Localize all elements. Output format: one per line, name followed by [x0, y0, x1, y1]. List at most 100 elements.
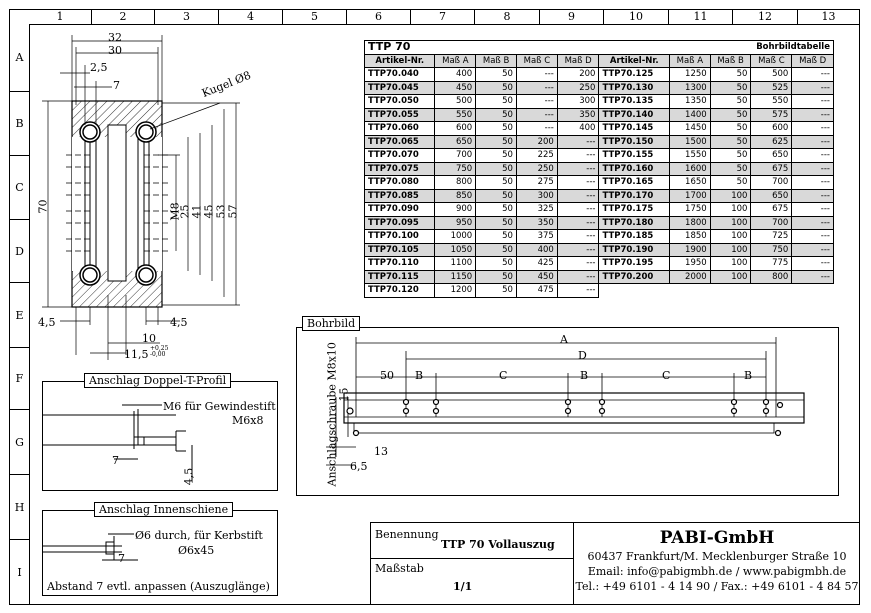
table-cell: 50 [709, 80, 752, 95]
table-cell: TTP70.135 [598, 94, 670, 109]
doppel-t-title: Anschlag Doppel-T-Profil [84, 373, 232, 388]
table-cell: 1200 [434, 283, 477, 298]
table-cell: TTP70.155 [598, 148, 670, 163]
table-cell: 1150 [434, 269, 477, 284]
table-cell: --- [556, 134, 600, 149]
anschlagschraube-label: Anschlagschraube M8x10 [325, 342, 339, 487]
table-header-cell: Maß C [515, 53, 558, 68]
column-number: 8 [475, 10, 540, 24]
table-cell: 100 [709, 269, 752, 284]
table-cell: 50 [475, 148, 517, 163]
table-cell [710, 283, 751, 297]
table-cell: 1700 [668, 188, 711, 203]
table-cell: --- [556, 202, 600, 217]
table-cell: 450 [434, 80, 477, 95]
innen-drawing [42, 533, 138, 561]
column-number: 6 [347, 10, 411, 24]
column-number: 13 [798, 10, 860, 24]
table-cell: 675 [750, 161, 793, 176]
doppel-note-2: M6x8 [232, 414, 264, 427]
table-cell: --- [791, 121, 834, 136]
table-cell: TTP70.160 [598, 161, 670, 176]
innen-footer: Abstand 7 evtl. anpassen (Auszuglänge) [47, 580, 270, 593]
innen-note-1: Ø6 durch, für Kerbstift [135, 529, 263, 542]
table-cell: 425 [515, 256, 558, 271]
table-cell: --- [791, 80, 834, 95]
table-cell: TTP70.200 [598, 269, 670, 284]
table-cell: 350 [556, 107, 600, 122]
table-cell: 100 [709, 215, 752, 230]
table-cell: 800 [434, 175, 477, 190]
bohrbild-label-d: D [578, 349, 587, 362]
table-cell: 1500 [668, 134, 711, 149]
table-cell: TTP70.130 [598, 80, 670, 95]
table-cell: TTP70.110 [363, 256, 436, 271]
table-cell: 225 [515, 148, 558, 163]
table-cell: --- [515, 80, 558, 95]
row-letter: F [10, 348, 29, 410]
table-cell: 800 [750, 269, 793, 284]
table-cell: --- [515, 94, 558, 109]
table-cell: --- [791, 256, 834, 271]
table-cell: 50 [709, 94, 752, 109]
table-cell: 200 [515, 134, 558, 149]
table-cell: 1350 [668, 94, 711, 109]
table-cell: 100 [709, 229, 752, 244]
dim-32: 32 [108, 31, 122, 44]
table-cell: 100 [709, 256, 752, 271]
table-cell: 50 [475, 121, 517, 136]
company-address: 60437 Frankfurt/M. Mecklenburger Straße … [587, 550, 847, 563]
dim-70: 70 [36, 199, 50, 214]
table-cell [669, 283, 711, 297]
column-number: 2 [92, 10, 155, 24]
column-number: 11 [669, 10, 733, 24]
table-cell: 50 [475, 94, 517, 109]
dim-4-5-right: 4,5 [170, 316, 188, 329]
table-cell: TTP70.055 [363, 107, 436, 122]
table-cell: 700 [750, 175, 793, 190]
table-cell: 1800 [668, 215, 711, 230]
table-cell: 1900 [668, 242, 711, 257]
table-cell: 700 [434, 148, 477, 163]
table-cell [598, 283, 670, 297]
table-cell: --- [556, 161, 600, 176]
table-cell: 650 [750, 188, 793, 203]
table-cell: TTP70.150 [598, 134, 670, 149]
title-block [370, 522, 860, 605]
table-cell: TTP70.175 [598, 202, 670, 217]
table-cell: --- [515, 121, 558, 136]
table-cell: 600 [750, 121, 793, 136]
table-cell: TTP70.185 [598, 229, 670, 244]
dim-11-5: 11,5 [124, 348, 149, 361]
table-cell: --- [556, 256, 600, 271]
table-header-cell: Artikel-Nr. [598, 53, 670, 68]
table-cell: 250 [515, 161, 558, 176]
benennung-label: Benennung [375, 528, 439, 541]
table-cell: TTP70.045 [363, 80, 436, 95]
table-cell: TTP70.060 [363, 121, 436, 136]
table-cell: 550 [434, 107, 477, 122]
row-letter: B [10, 92, 29, 156]
table-header-cell: Maß D [791, 53, 834, 68]
tolerance: +0,25-0,00 [150, 346, 168, 358]
table-cell: 350 [515, 215, 558, 230]
table-cell [750, 283, 792, 297]
row-letter: I [10, 540, 29, 605]
table-cell: TTP70.070 [363, 148, 436, 163]
dim-4-5-left: 4,5 [38, 316, 56, 329]
table-cell: 50 [709, 134, 752, 149]
table-cell: 50 [475, 202, 517, 217]
table-cell: 2000 [668, 269, 711, 284]
table-cell: 50 [709, 148, 752, 163]
table-cell: 275 [515, 175, 558, 190]
table-header-cell: Maß C [750, 53, 793, 68]
bohrbild-dim-6-5: 6,5 [350, 460, 368, 473]
table-cell: 775 [750, 256, 793, 271]
